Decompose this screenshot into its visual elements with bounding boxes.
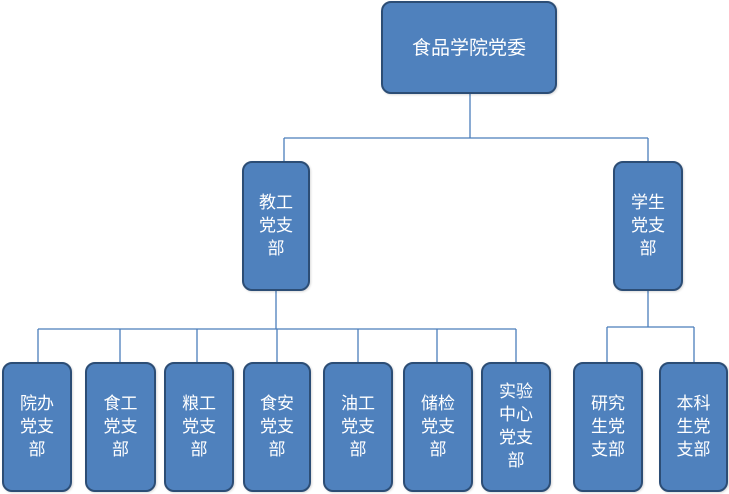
node-child-6: 储检 党支 部 [403, 362, 473, 492]
node-child-6-label: 储检 党支 部 [421, 393, 455, 460]
node-child-2-label: 食工 党支 部 [103, 393, 138, 460]
node-root: 食品学院党委 [381, 1, 557, 94]
node-child-1-label: 院办 党支 部 [20, 393, 54, 460]
node-child-4-label: 食安 党支 部 [260, 393, 294, 460]
node-child-undergrad-label: 本科 生党 支部 [676, 393, 711, 460]
node-branch-student: 学生 党支 部 [613, 161, 683, 291]
node-root-label: 食品学院党委 [411, 36, 526, 59]
node-child-grad: 研究 生党 支部 [573, 362, 643, 492]
node-child-7: 实验 中心 党支 部 [481, 362, 551, 492]
node-child-2: 食工 党支 部 [85, 362, 156, 492]
node-child-5-label: 油工 党支 部 [341, 393, 375, 460]
node-branch-teacher-label: 教工 党支 部 [259, 192, 293, 259]
node-child-grad-label: 研究 生党 支部 [591, 393, 625, 460]
node-child-3-label: 粮工 党支 部 [182, 393, 216, 460]
node-child-4: 食安 党支 部 [243, 362, 311, 492]
node-child-1: 院办 党支 部 [2, 362, 72, 492]
node-branch-student-label: 学生 党支 部 [631, 192, 665, 259]
node-branch-teacher: 教工 党支 部 [242, 161, 310, 291]
node-child-3: 粮工 党支 部 [164, 362, 234, 492]
node-child-5: 油工 党支 部 [323, 362, 393, 492]
node-child-undergrad: 本科 生党 支部 [659, 362, 728, 492]
node-child-7-label: 实验 中心 党支 部 [499, 382, 533, 471]
